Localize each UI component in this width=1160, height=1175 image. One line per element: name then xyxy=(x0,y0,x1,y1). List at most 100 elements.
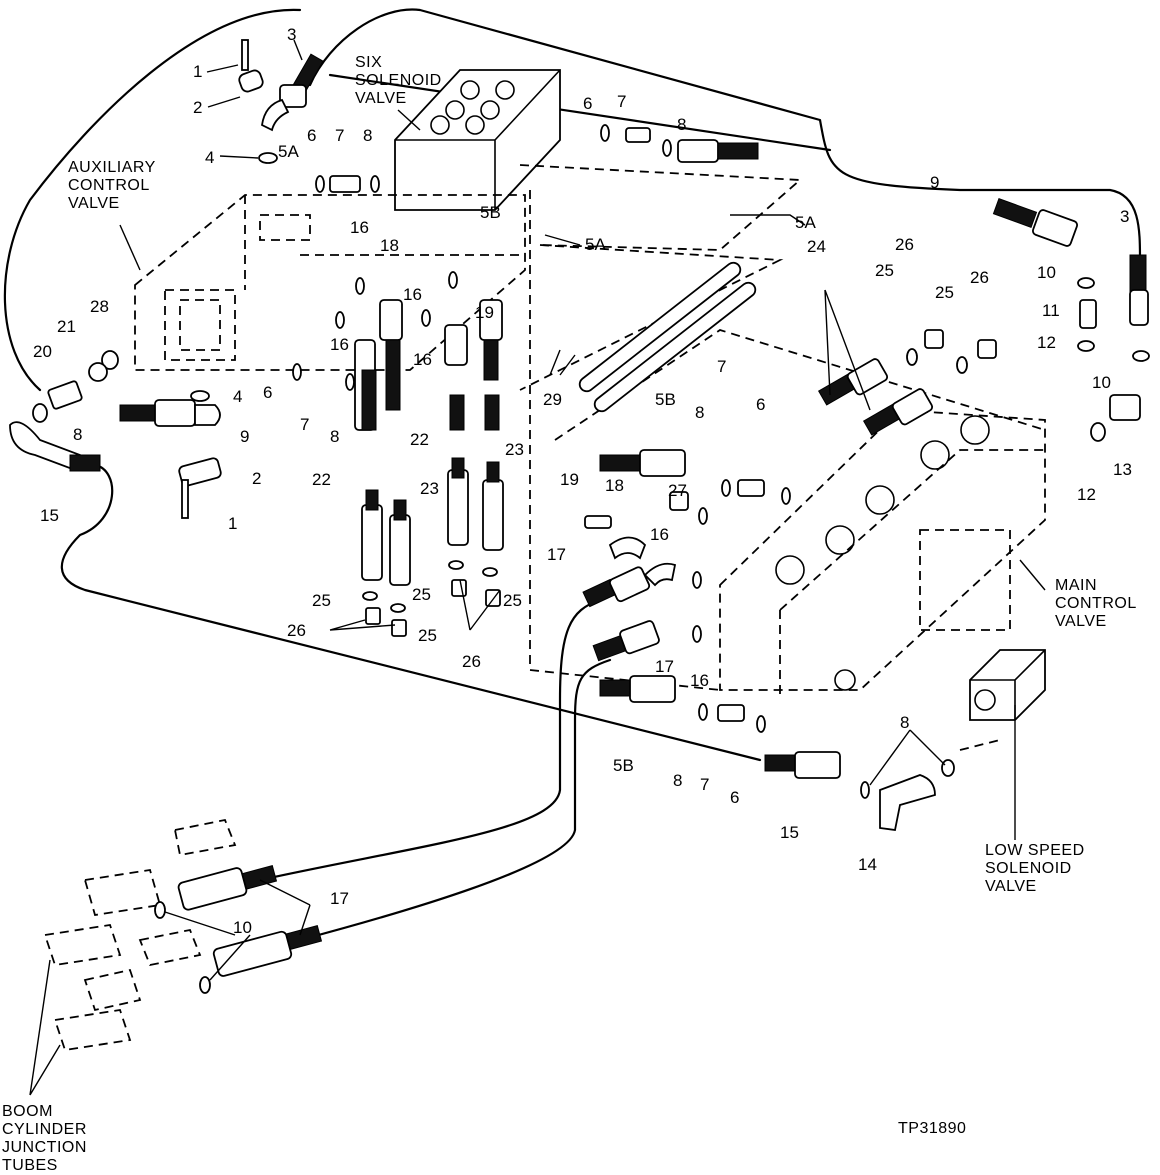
callout-6: 6 xyxy=(583,94,592,113)
callout-17: 17 xyxy=(655,657,674,676)
callout-2: 2 xyxy=(193,98,202,117)
callout-16: 16 xyxy=(650,525,669,544)
callout-28: 28 xyxy=(90,297,109,316)
label-boom-cylinder-junction-tubes-3: JUNCTION xyxy=(2,1139,87,1156)
callout-26: 26 xyxy=(287,621,306,640)
callout-8: 8 xyxy=(695,403,704,422)
callout-18: 18 xyxy=(605,476,624,495)
callout-7: 7 xyxy=(617,92,626,111)
callout-5a: 5A xyxy=(278,142,299,161)
main-control-valve xyxy=(719,409,1046,700)
callout-1: 1 xyxy=(193,62,202,81)
callout-17: 17 xyxy=(547,545,566,564)
callout-7: 7 xyxy=(335,126,344,145)
callout-25: 25 xyxy=(312,591,331,610)
callout-3: 3 xyxy=(287,25,296,44)
label-low-speed-solenoid-valve-2: SOLENOID xyxy=(985,860,1072,877)
label-boom-cylinder-junction-tubes-4: TUBES xyxy=(2,1157,58,1174)
callout-18: 18 xyxy=(380,236,399,255)
six-solenoid-valve xyxy=(394,69,561,211)
callout-12: 12 xyxy=(1037,333,1056,352)
callout-2: 2 xyxy=(252,469,261,488)
callout-15: 15 xyxy=(780,823,799,842)
label-boom-cylinder-junction-tubes-1: BOOM xyxy=(2,1103,53,1120)
callout-12: 12 xyxy=(1077,485,1096,504)
callout-17: 17 xyxy=(330,889,349,908)
low-speed-solenoid-valve xyxy=(959,649,1046,751)
callout-5b: 5B xyxy=(655,390,676,409)
auxiliary-control-valve xyxy=(134,194,526,371)
leader-lines xyxy=(29,39,1046,1096)
callout-10: 10 xyxy=(1037,263,1056,282)
callout-1: 1 xyxy=(228,514,237,533)
callout-5b: 5B xyxy=(613,756,634,775)
label-boom-cylinder-junction-tubes-2: CYLINDER xyxy=(2,1121,87,1138)
callout-7: 7 xyxy=(300,415,309,434)
callout-16: 16 xyxy=(690,671,709,690)
callout-4: 4 xyxy=(233,387,242,406)
label-six-solenoid-valve-2: SOLENOID xyxy=(355,72,442,89)
boom-cylinder-junction-tubes xyxy=(43,818,237,1052)
label-auxiliary-control-valve-3: VALVE xyxy=(68,195,120,212)
hose-fittings xyxy=(9,39,1149,977)
callout-25: 25 xyxy=(935,283,954,302)
callout-6: 6 xyxy=(263,383,272,402)
callout-25: 25 xyxy=(503,591,522,610)
callout-8: 8 xyxy=(330,427,339,446)
callout-24: 24 xyxy=(807,237,826,256)
callout-5a: 5A xyxy=(795,213,816,232)
label-low-speed-solenoid-valve-1: LOW SPEED xyxy=(985,842,1085,859)
callout-8: 8 xyxy=(73,425,82,444)
callout-15: 15 xyxy=(40,506,59,525)
component-labels: SIX SOLENOID VALVE AUXILIARY CONTROL VAL… xyxy=(2,54,1137,1174)
callout-5b: 5B xyxy=(480,203,501,222)
label-auxiliary-control-valve-2: CONTROL xyxy=(68,177,150,194)
callout-29: 29 xyxy=(543,390,562,409)
callout-8: 8 xyxy=(900,713,909,732)
callout-20: 20 xyxy=(33,342,52,361)
callout-6: 6 xyxy=(307,126,316,145)
callout-7: 7 xyxy=(700,775,709,794)
callout-11: 11 xyxy=(1042,301,1060,320)
callout-23: 23 xyxy=(505,440,524,459)
label-six-solenoid-valve-1: SIX xyxy=(355,54,382,71)
callout-23: 23 xyxy=(420,479,439,498)
callout-16: 16 xyxy=(350,218,369,237)
callout-8: 8 xyxy=(677,115,686,134)
callout-5a: 5A xyxy=(585,235,606,254)
figure-id: TP31890 xyxy=(898,1120,966,1137)
callout-numbers: 1 2 3 4 5A 6 7 8 6 7 8 5A 5A 5B 9 3 10 1… xyxy=(33,25,1132,937)
callout-6: 6 xyxy=(730,788,739,807)
callout-25: 25 xyxy=(875,261,894,280)
callout-8: 8 xyxy=(673,771,682,790)
label-main-control-valve-3: VALVE xyxy=(1055,613,1107,630)
callout-25: 25 xyxy=(412,585,431,604)
callout-26: 26 xyxy=(895,235,914,254)
callout-10: 10 xyxy=(233,918,252,937)
callout-14: 14 xyxy=(858,855,877,874)
callout-22: 22 xyxy=(312,470,331,489)
callout-27: 27 xyxy=(668,481,687,500)
label-auxiliary-control-valve-1: AUXILIARY xyxy=(68,159,156,176)
label-main-control-valve-1: MAIN xyxy=(1055,577,1097,594)
callout-7: 7 xyxy=(717,357,726,376)
callout-19: 19 xyxy=(475,303,494,322)
callout-8: 8 xyxy=(363,126,372,145)
callout-26: 26 xyxy=(462,652,481,671)
callout-16: 16 xyxy=(403,285,422,304)
callout-19: 19 xyxy=(560,470,579,489)
o-rings xyxy=(32,124,1150,994)
callout-10: 10 xyxy=(1092,373,1111,392)
label-main-control-valve-2: CONTROL xyxy=(1055,595,1137,612)
callout-4: 4 xyxy=(205,148,214,167)
label-low-speed-solenoid-valve-3: VALVE xyxy=(985,878,1037,895)
callout-9: 9 xyxy=(240,427,249,446)
callout-13: 13 xyxy=(1113,460,1132,479)
callout-21: 21 xyxy=(57,317,76,336)
callout-26: 26 xyxy=(970,268,989,287)
callout-16: 16 xyxy=(413,350,432,369)
callout-3: 3 xyxy=(1120,207,1129,226)
callout-9: 9 xyxy=(930,173,939,192)
label-six-solenoid-valve-3: VALVE xyxy=(355,90,407,107)
